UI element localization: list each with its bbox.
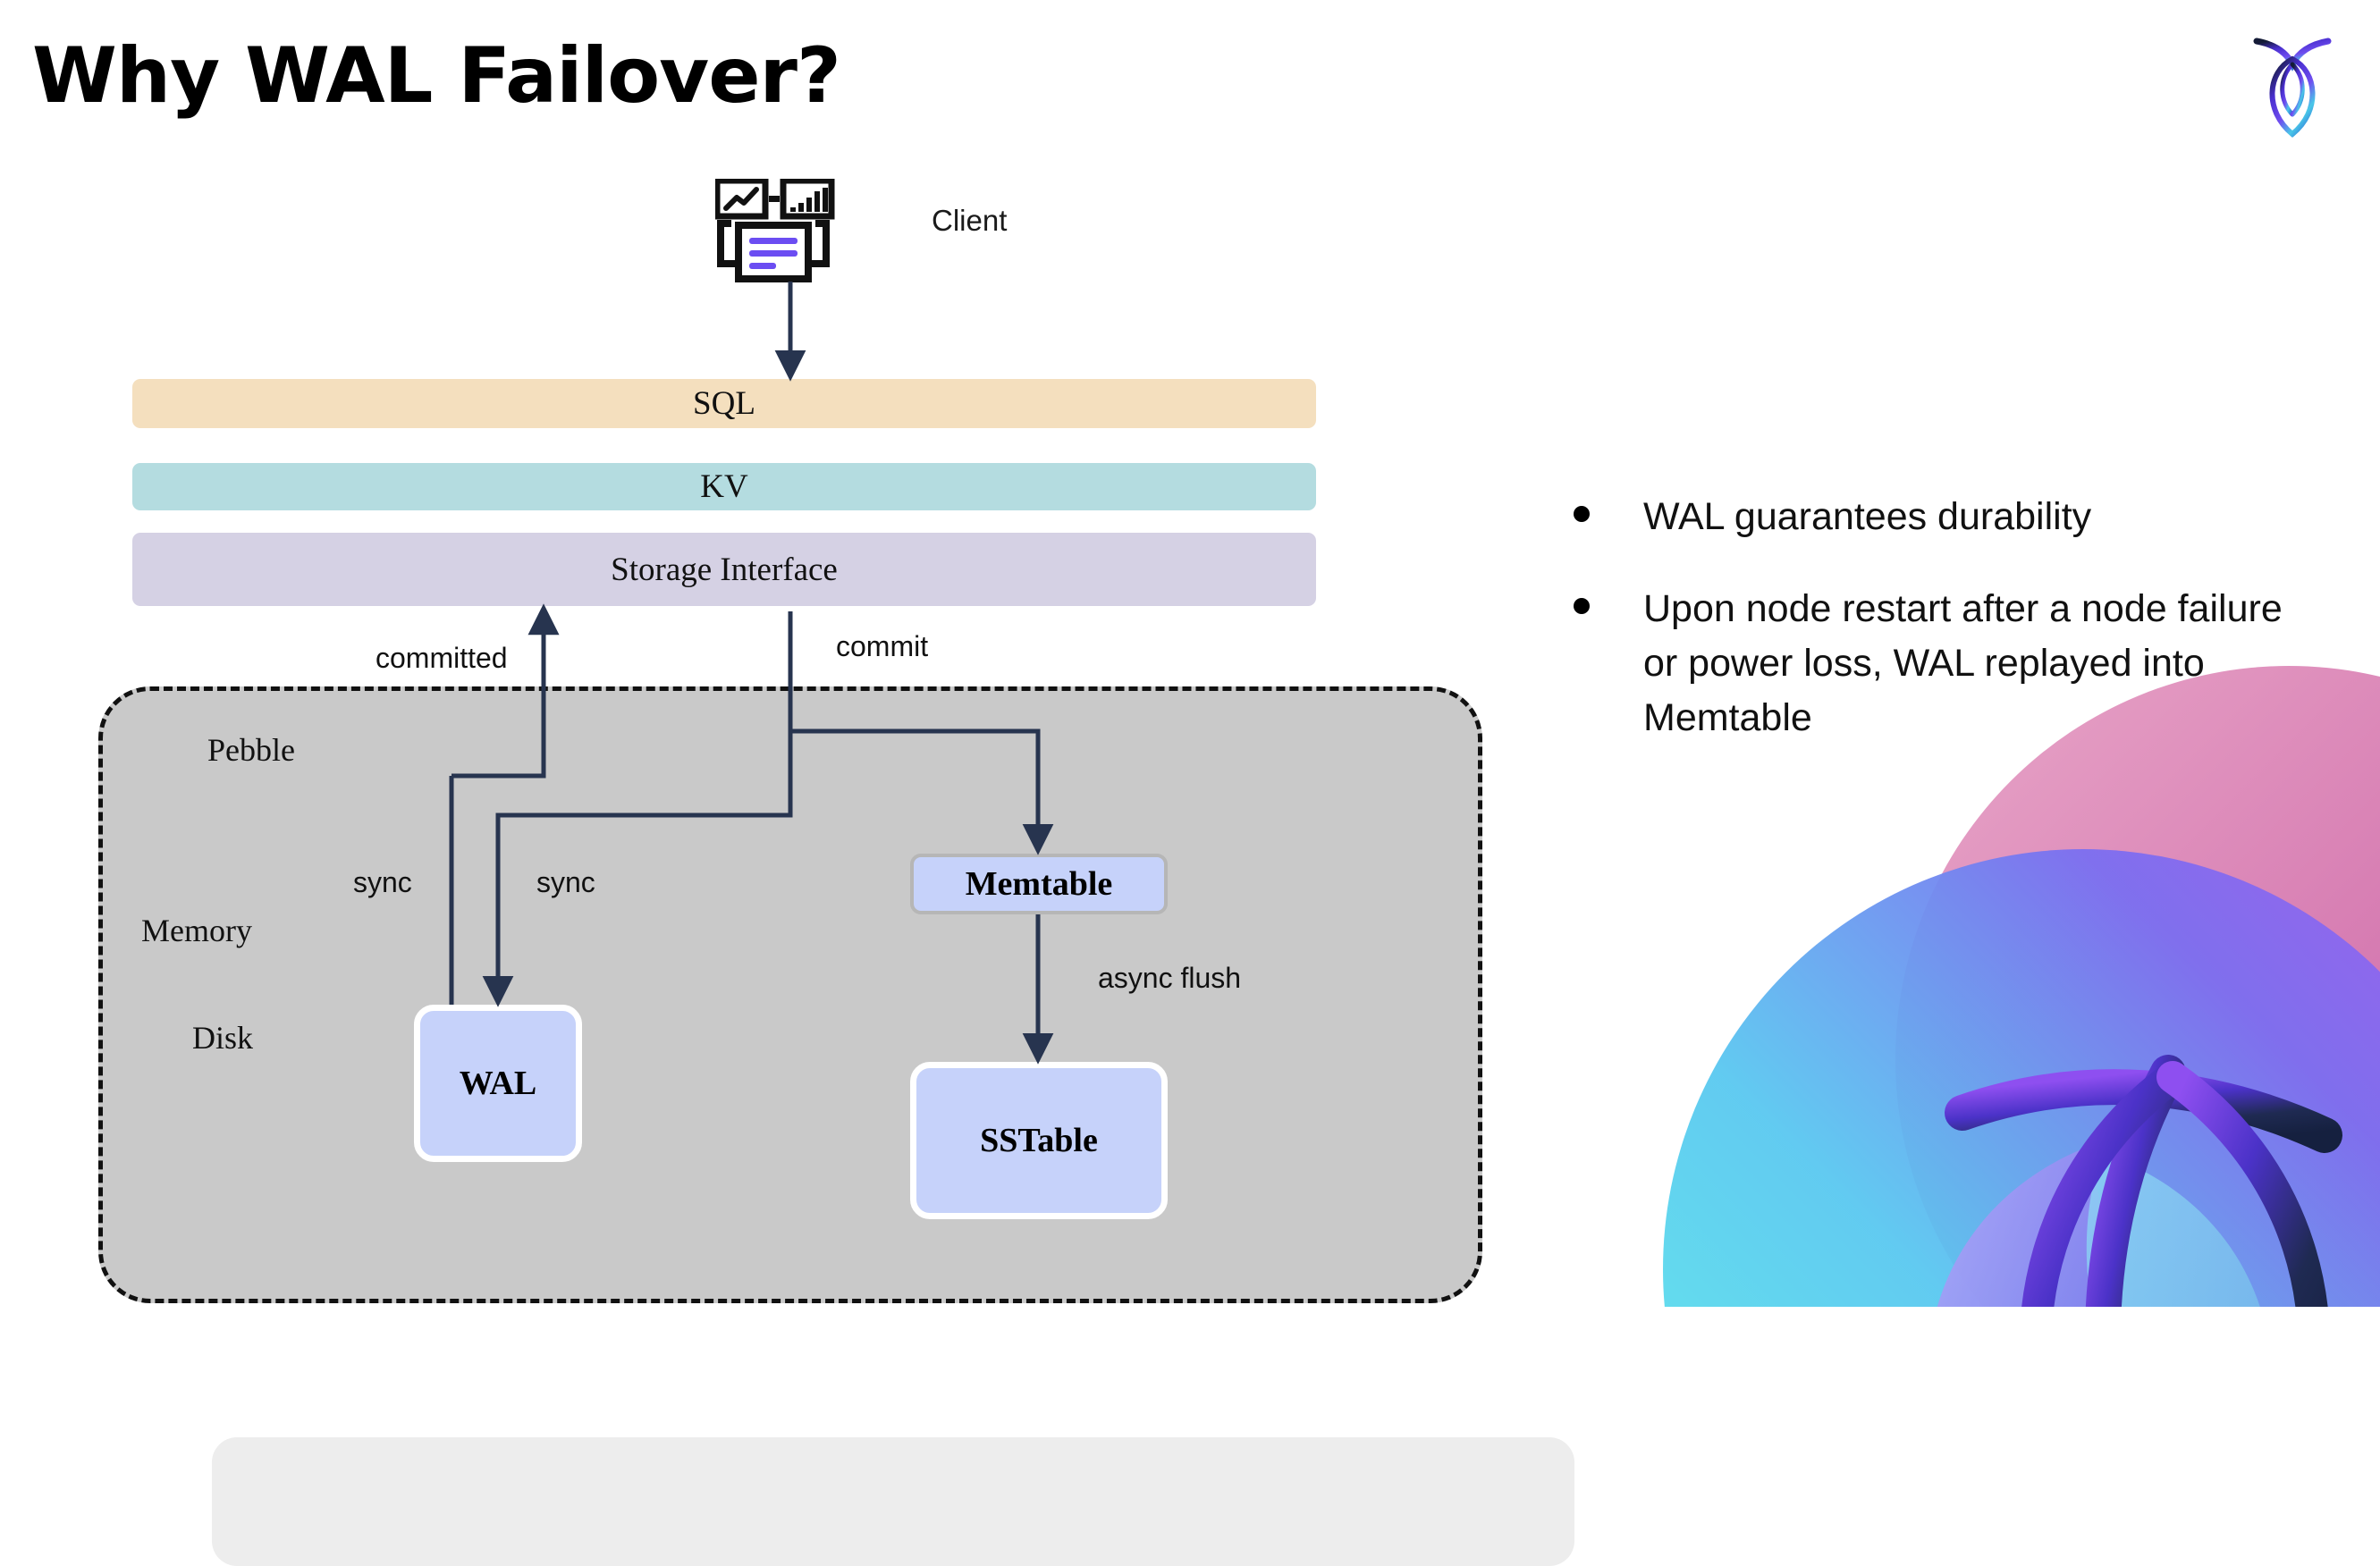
bullet-text: WAL guarantees durability <box>1643 495 2092 538</box>
disk-label: Disk <box>192 1020 254 1056</box>
page-title: Why WAL Failover? <box>32 31 841 121</box>
client-terminal-icon <box>715 179 835 282</box>
layer-label-kv: KV <box>700 468 748 505</box>
bullet-list: WAL guarantees durability Upon node rest… <box>1574 490 2316 783</box>
node-memtable: Memtable <box>910 854 1168 914</box>
memory-label: Memory <box>141 913 252 948</box>
node-label-memtable: Memtable <box>965 865 1113 903</box>
pebble-container <box>98 686 1574 1566</box>
node-label-wal: WAL <box>459 1065 537 1102</box>
layer-label-storage: Storage Interface <box>611 551 838 588</box>
layer-bar-sql: SQL <box>132 379 1316 428</box>
bullet-dot-icon <box>1574 506 1590 522</box>
pebble-label: Pebble <box>207 732 295 768</box>
cockroach-logo-icon <box>2253 38 2332 139</box>
edge-label-commit: commit <box>836 630 929 662</box>
edge-label-async-flush: async flush <box>1098 962 1242 994</box>
bullet-dot-icon <box>1574 598 1590 615</box>
client-label: Client <box>932 204 1008 237</box>
memory-region <box>212 1437 1574 1566</box>
edge-label-committed: committed <box>376 642 508 674</box>
node-sstable: SSTable <box>910 1062 1168 1219</box>
layer-bar-kv: KV <box>132 463 1316 510</box>
edge-label-sync-out: sync <box>353 866 412 898</box>
node-wal: WAL <box>414 1005 582 1162</box>
bullet-text: Upon node restart after a node failure o… <box>1643 587 2283 740</box>
node-label-sstable: SSTable <box>980 1122 1098 1159</box>
layer-label-sql: SQL <box>693 385 755 422</box>
edge-label-sync-in: sync <box>536 866 595 898</box>
list-item: WAL guarantees durability <box>1574 490 2316 544</box>
layer-bar-storage: Storage Interface <box>132 533 1316 606</box>
list-item: Upon node restart after a node failure o… <box>1574 582 2316 745</box>
